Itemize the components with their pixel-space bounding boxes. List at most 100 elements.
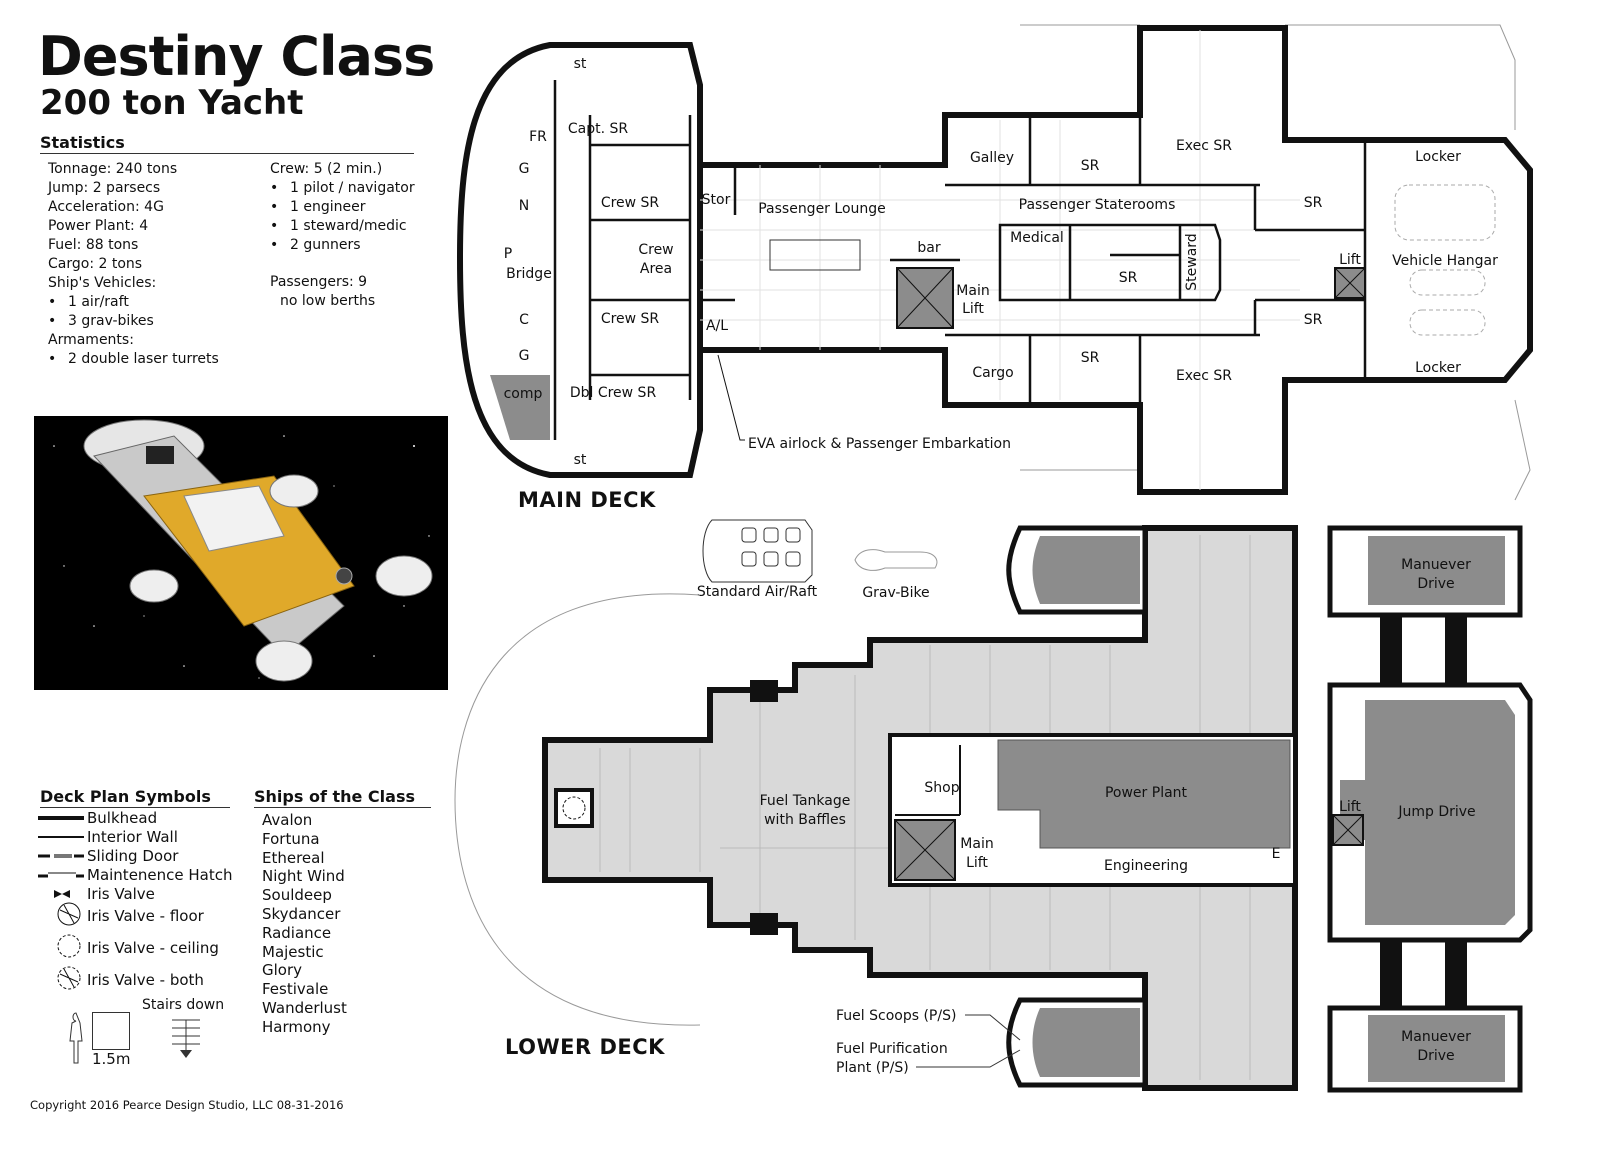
room-fuel-tankage-2: with Baffles (764, 812, 846, 828)
room-crew-area-1: Crew (638, 242, 673, 258)
ship-name: Festivale (262, 980, 329, 999)
callout-fuel-purification-2: Plant (P/S) (836, 1060, 909, 1076)
room-sr-a: SR (1081, 158, 1100, 174)
room-cargo: Cargo (972, 365, 1013, 381)
ships-list: Avalon Fortuna Ethereal Night Wind Sould… (262, 811, 347, 1037)
symbol-hatch-label: Maintenence Hatch (87, 866, 233, 884)
stats-right-column: Crew: 5 (2 min.) 1 pilot / navigator 1 e… (270, 160, 415, 311)
room-shop: Shop (924, 780, 959, 796)
stat-berths: no low berths (280, 293, 376, 309)
stat-tonnage: Tonnage: 240 tons (48, 161, 178, 177)
callout-fuel-purification-1: Fuel Purification (836, 1041, 948, 1057)
room-exec-sr-top: Exec SR (1176, 138, 1232, 154)
room-airlock: A/L (706, 318, 728, 334)
room-maneuver-drive-bottom-1: Manuever (1401, 1029, 1471, 1045)
room-main-lift-2: Lift (962, 301, 984, 317)
ship-class-title: Destiny Class (38, 25, 435, 88)
stat-crew: Crew: 5 (2 min.) (270, 161, 383, 177)
room-main-lift-lower-2: Lift (966, 855, 988, 871)
room-locker-bottom: Locker (1415, 360, 1461, 376)
room-bar: bar (917, 240, 940, 256)
room-sr-d: SR (1304, 312, 1323, 328)
room-lift: Lift (1339, 252, 1361, 268)
room-main-lift-lower-1: Main (960, 836, 993, 852)
grav-bike-label: Grav-Bike (862, 585, 929, 601)
room-locker-top: Locker (1415, 149, 1461, 165)
room-st-bottom: st (574, 452, 587, 468)
symbols-heading: Deck Plan Symbols (40, 787, 230, 808)
room-main-lift-1: Main (956, 283, 989, 299)
symbol-iris-ceiling-label: Iris Valve - ceiling (87, 939, 219, 957)
lower-deck-labels: Fuel Tankage with Baffles Shop Main Lift… (760, 557, 1476, 1076)
ship-render-image (34, 416, 448, 690)
ship-name: Avalon (262, 811, 313, 829)
room-sr-b: SR (1081, 350, 1100, 366)
copyright: Copyright 2016 Pearce Design Studio, LLC… (30, 1098, 344, 1112)
room-engineering: Engineering (1104, 858, 1188, 874)
room-fr: FR (529, 129, 547, 145)
ship-name: Skydancer (262, 904, 341, 923)
station-n: N (519, 198, 529, 214)
room-medical: Medical (1010, 230, 1064, 246)
vehicle-drawings: Standard Air/Raft Grav-Bike (697, 519, 938, 601)
station-c: C (519, 312, 529, 328)
room-power-plant: Power Plant (1105, 785, 1188, 801)
station-g1: G (519, 161, 530, 177)
iris-valve-symbol (54, 890, 70, 898)
ship-name: Wanderlust (262, 998, 347, 1017)
stat-acceleration: Acceleration: 4G (48, 199, 164, 215)
stat-armament-item: 2 double laser turrets (48, 350, 219, 369)
scale-square (92, 1012, 130, 1050)
room-st-top: st (574, 56, 587, 72)
station-p: P (504, 246, 512, 262)
stats-left-column: Tonnage: 240 tons Jump: 2 parsecs Accele… (48, 160, 219, 369)
room-crew-sr-2: Crew SR (601, 311, 660, 327)
ship-name: Majestic (262, 942, 324, 961)
stat-vehicle-item: 1 air/raft (48, 293, 219, 312)
room-maneuver-drive-bottom-2: Drive (1417, 1048, 1454, 1064)
room-comp: comp (504, 386, 543, 402)
ship-render-art (53, 419, 433, 682)
stairs-down-icon (172, 1019, 200, 1058)
room-passenger-lounge: Passenger Lounge (758, 201, 886, 217)
ship-name: Radiance (262, 923, 332, 942)
ships-heading: Ships of the Class (254, 787, 431, 808)
stat-crew-item: 2 gunners (270, 236, 415, 255)
stat-armaments: Armaments: (48, 332, 134, 348)
room-dbl-crew-sr: Dbl Crew SR (570, 385, 657, 401)
symbol-iris-floor-label: Iris Valve - floor (87, 907, 204, 925)
ship-name: Harmony (262, 1017, 331, 1036)
air-raft-label: Standard Air/Raft (697, 584, 818, 600)
main-deck-labels: st FR Capt. SR G N P Bridge C G comp Cre… (504, 56, 1499, 468)
stat-vehicles: Ship's Vehicles: (48, 275, 157, 291)
stat-crew-item: 1 steward/medic (270, 217, 415, 236)
stat-jump: Jump: 2 parsecs (48, 180, 161, 196)
symbol-iris-valve-label: Iris Valve (87, 885, 155, 903)
main-deck-title: MAIN DECK (518, 488, 656, 512)
symbols-list: Bulkhead Interior Wall Sliding Door Main… (87, 809, 233, 990)
room-fuel-tankage-1: Fuel Tankage (760, 793, 851, 809)
symbol-bulkhead-label: Bulkhead (87, 809, 158, 827)
room-sr-c: SR (1304, 195, 1323, 211)
room-crew-area-2: Area (640, 261, 672, 277)
room-maneuver-drive-top-2: Drive (1417, 576, 1454, 592)
stat-crew-item: 1 engineer (270, 198, 415, 217)
room-capt-sr: Capt. SR (568, 121, 629, 137)
room-lift-lower: Lift (1339, 799, 1361, 815)
room-stor: Stor (702, 192, 731, 208)
stat-power-plant: Power Plant: 4 (48, 218, 149, 234)
symbol-interior-wall-label: Interior Wall (87, 828, 178, 846)
symbol-iris-both-label: Iris Valve - both (87, 971, 204, 989)
main-deck-plan (456, 24, 1533, 501)
lower-deck-title: LOWER DECK (505, 1035, 665, 1059)
scale-label: 1.5m (92, 1050, 131, 1068)
room-bridge: Bridge (506, 266, 552, 282)
station-g2: G (519, 348, 530, 364)
symbols-legend-art (38, 816, 84, 1064)
stat-fuel: Fuel: 88 tons (48, 237, 139, 253)
station-e: E (1272, 846, 1281, 862)
callout-fuel-scoops: Fuel Scoops (P/S) (836, 1008, 956, 1024)
ship-name: Fortuna (262, 829, 320, 848)
room-vehicle-hangar: Vehicle Hangar (1392, 253, 1498, 269)
